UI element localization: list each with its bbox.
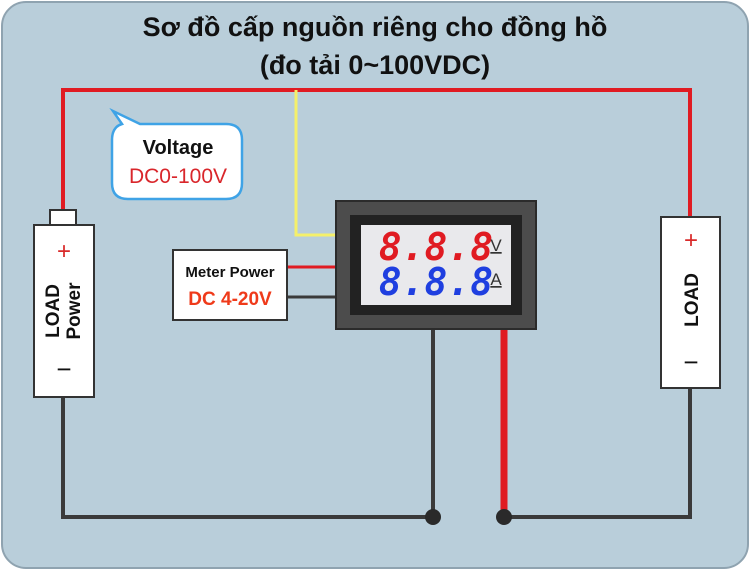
battery-minus-symbol: − — [56, 354, 71, 384]
voltage-unit-label: V — [490, 236, 502, 255]
voltage-callout: Voltage DC0-100V — [109, 107, 244, 201]
panel-meter: 8.8.8 V 8.8.8 A — [335, 200, 537, 330]
junction-dot-right — [496, 509, 512, 525]
title-line-1: Sơ đồ cấp nguồn riêng cho đồng hồ — [143, 12, 608, 42]
wire-negative-left — [61, 328, 435, 519]
callout-value: DC0-100V — [129, 165, 227, 188]
left-load-power-battery: + − LOAD Power — [33, 209, 95, 398]
right-load-box: + − LOAD — [660, 216, 721, 389]
battery-body — [33, 224, 95, 398]
meter-power-box: Meter Power DC 4-20V — [172, 249, 288, 321]
title-line-2: (đo tải 0~100VDC) — [260, 50, 490, 80]
battery-terminal-cap — [49, 209, 77, 227]
meter-power-label: Meter Power — [185, 264, 274, 281]
junction-dot-left — [425, 509, 441, 525]
wire-negative-right — [504, 388, 692, 519]
battery-label-load: LOAD — [43, 284, 64, 338]
right-load-label: LOAD — [682, 273, 703, 327]
wire-voltage-sense — [294, 90, 336, 237]
voltage-readout: 8.8.8 — [379, 225, 493, 269]
meter-power-value: DC 4-20V — [188, 289, 272, 310]
wire-positive-top — [61, 88, 692, 217]
meter-power-frame — [172, 249, 288, 321]
current-unit-label: A — [490, 270, 502, 289]
current-readout: 8.8.8 — [379, 260, 493, 304]
right-load-minus-symbol: − — [683, 347, 698, 377]
right-load-body — [660, 216, 721, 389]
callout-label: Voltage — [143, 137, 214, 159]
battery-plus-symbol: + — [57, 238, 71, 265]
right-load-plus-symbol: + — [684, 227, 698, 254]
meter-screen — [361, 225, 511, 305]
battery-label-power: Power — [64, 282, 85, 340]
